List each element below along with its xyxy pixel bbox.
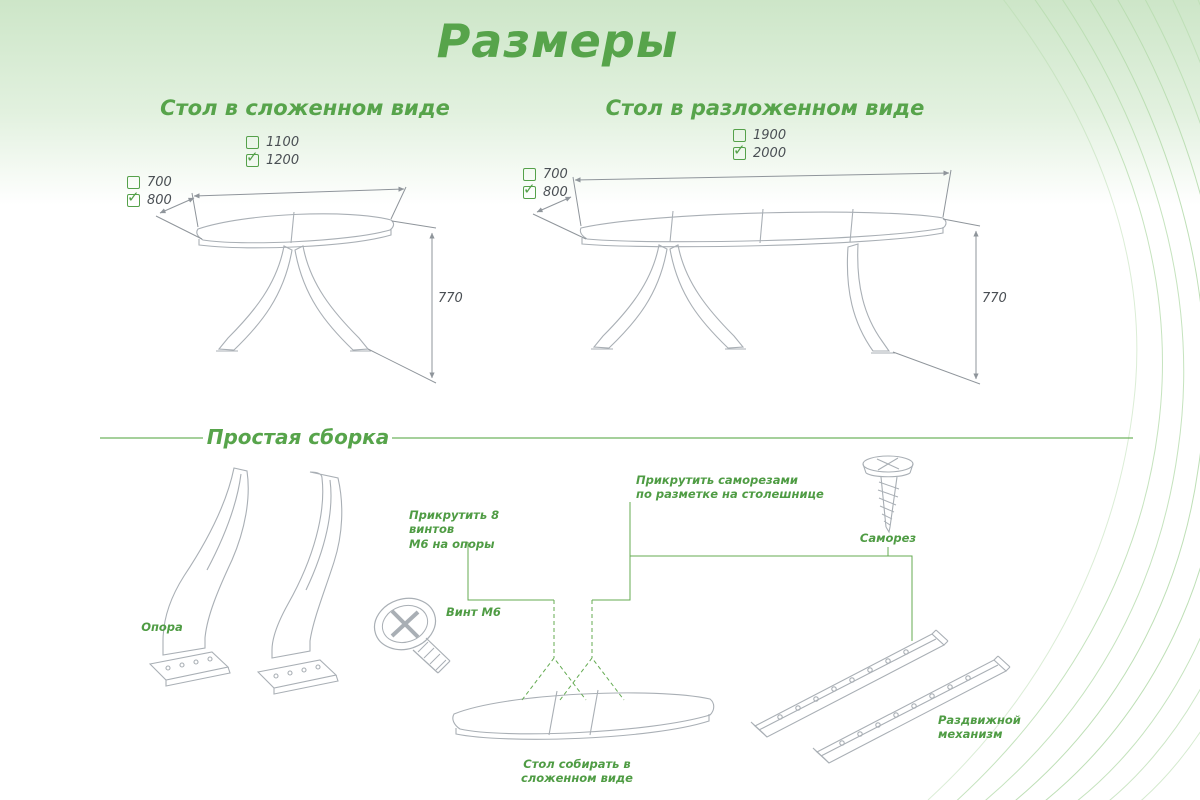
dimension-option: 2000 <box>733 141 787 161</box>
dimension-value: 1200 <box>266 153 300 168</box>
m6-screw-drawing <box>373 597 451 674</box>
support-legs-drawing <box>148 467 343 695</box>
unfolded-length-options: 1900 2000 <box>733 128 786 161</box>
folded-section-heading: Стол в сложенном виде <box>160 96 450 120</box>
dimension-value: 1900 <box>753 128 787 143</box>
dimension-option: 800 <box>523 180 568 200</box>
unfolded-table-drawing <box>579 208 947 354</box>
checkbox-icon <box>246 148 259 167</box>
tapping-screws-note: Прикрутить саморезами по разметке на сто… <box>636 473 824 502</box>
dimension-value: 2000 <box>753 146 787 161</box>
folded-depth-options: 700 800 <box>127 175 172 208</box>
folded-height-value: 770 <box>438 291 463 306</box>
dimension-value: 800 <box>147 193 172 208</box>
dimension-option: 800 <box>127 188 172 208</box>
assemble-folded-note: Стол собирать в сложенном виде <box>520 757 633 786</box>
checkbox-icon <box>523 180 536 199</box>
folded-length-options: 1100 1200 <box>246 135 299 168</box>
checkbox-icon <box>733 141 746 160</box>
folded-dimension-lines <box>155 186 437 384</box>
dimension-option: 1200 <box>246 148 300 168</box>
dimension-value: 700 <box>543 167 568 182</box>
sliding-mechanism-label: Раздвижной механизм <box>938 713 1021 742</box>
assembly-section-heading: Простая сборка <box>206 425 390 449</box>
tapping-screw-label: Саморез <box>859 531 917 545</box>
support-label: Опора <box>141 620 183 634</box>
page-title: Размеры <box>436 14 679 68</box>
assembly-connector-lines <box>467 502 913 701</box>
assembly-tabletop-drawing <box>452 689 715 740</box>
unfolded-height-value: 770 <box>982 291 1007 306</box>
attach-screws-note: Прикрутить 8 винтов М6 на опоры <box>409 508 500 551</box>
tapping-screw-drawing <box>862 455 914 534</box>
wave-lines <box>927 0 1200 800</box>
dimension-value: 800 <box>543 185 568 200</box>
dimension-value: 700 <box>147 175 172 190</box>
checkbox-icon <box>127 188 140 207</box>
unfolded-depth-options: 700 800 <box>523 167 568 200</box>
m6-screw-label: Винт М6 <box>446 605 501 619</box>
unfolded-dimension-lines <box>532 169 981 385</box>
folded-table-drawing <box>196 211 395 352</box>
dimension-value: 1100 <box>266 135 300 150</box>
sliding-mechanism-drawing <box>750 629 1011 764</box>
unfolded-section-heading: Стол в разложенном виде <box>605 96 925 120</box>
